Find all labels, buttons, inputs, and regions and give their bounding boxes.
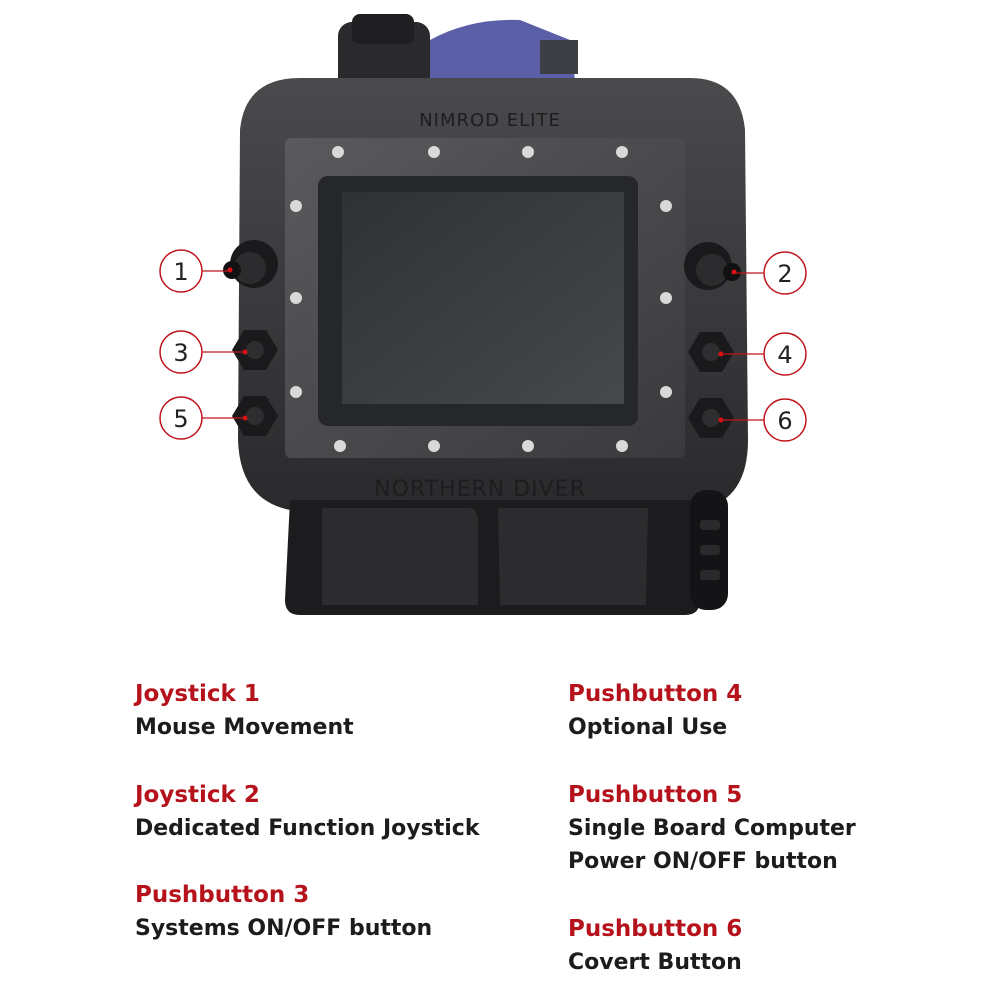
- legend-desc: Dedicated Function Joystick: [135, 816, 480, 841]
- legend-pushbutton-3: Pushbutton 3 Systems ON/OFF button: [135, 879, 555, 945]
- bezel-screws: [290, 146, 672, 452]
- callout-6-number: 6: [777, 407, 792, 435]
- callout-1: 1: [159, 249, 230, 293]
- callout-5-number: 5: [173, 405, 188, 433]
- brand-top: NIMROD ELITE: [419, 110, 561, 131]
- legend-desc: Optional Use: [568, 715, 728, 740]
- callout-4-number: 4: [777, 341, 792, 369]
- callout-4: 4: [721, 332, 807, 376]
- legend-desc: Covert Button: [568, 950, 742, 975]
- pushbutton-4[interactable]: [688, 332, 734, 372]
- legend-joystick-2: Joystick 2 Dedicated Function Joystick: [135, 779, 555, 845]
- callout-2-number: 2: [777, 260, 792, 288]
- joystick-2[interactable]: [684, 242, 741, 290]
- lower-base: [285, 490, 728, 615]
- legend-title: Pushbutton 4: [568, 681, 743, 707]
- legend-pushbutton-6: Pushbutton 6 Covert Button: [568, 913, 988, 979]
- joystick-1[interactable]: [223, 240, 278, 288]
- legend-pushbutton-5: Pushbutton 5 Single Board Computer Power…: [568, 779, 988, 878]
- legend-pushbutton-4: Pushbutton 4 Optional Use: [568, 678, 988, 744]
- callout-3: 3: [159, 330, 245, 374]
- legend-desc: Mouse Movement: [135, 715, 354, 740]
- display-screen: [342, 192, 624, 404]
- legend-joystick-1: Joystick 1 Mouse Movement: [135, 678, 555, 744]
- device-illustration: NIMROD ELITE NORTHERN DIVER: [159, 14, 807, 615]
- pushbutton-5[interactable]: [232, 396, 278, 436]
- callout-3-number: 3: [173, 339, 188, 367]
- callout-5: 5: [159, 396, 245, 440]
- legend-title: Pushbutton 3: [135, 882, 310, 908]
- legend-title: Pushbutton 5: [568, 782, 743, 808]
- callout-1-number: 1: [173, 258, 188, 286]
- legend-desc: Single Board Computer Power ON/OFF butto…: [568, 816, 856, 874]
- legend-desc: Systems ON/OFF button: [135, 916, 433, 941]
- callout-6: 6: [721, 398, 807, 442]
- legend-title: Pushbutton 6: [568, 916, 743, 942]
- brand-bottom: NORTHERN DIVER: [374, 477, 586, 502]
- legend-title: Joystick 2: [135, 782, 260, 808]
- battery-pack: [430, 19, 575, 80]
- pushbutton-3[interactable]: [232, 330, 278, 370]
- callout-2: 2: [734, 251, 807, 295]
- device-image: NIMROD ELITE NORTHERN DIVER: [159, 14, 807, 615]
- legend-title: Joystick 1: [135, 681, 260, 707]
